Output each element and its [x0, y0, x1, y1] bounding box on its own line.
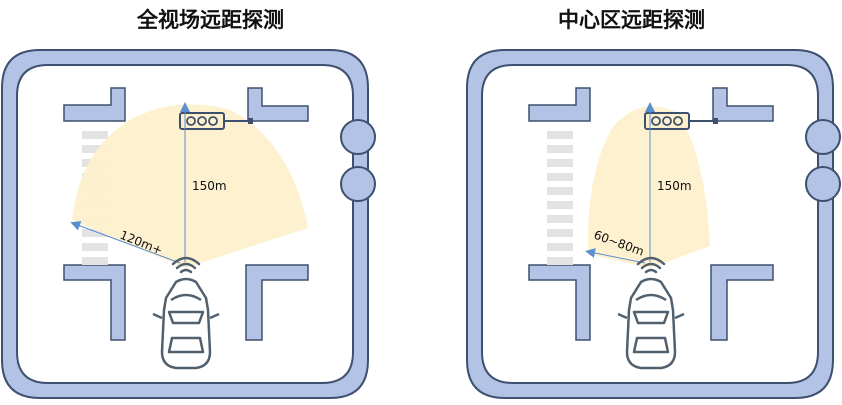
road-corner-bottom-right: [245, 264, 309, 341]
roundabout-bump-icon: [340, 119, 376, 155]
panel-title-full-fov: 全视场远距探测: [137, 8, 284, 32]
side-range-arrow: [585, 248, 646, 264]
road-corner-top-left: [528, 87, 591, 122]
road-corner-top-right: [712, 87, 774, 122]
crosswalk: [547, 131, 573, 265]
field-of-view-area: [587, 106, 710, 268]
radar-waves-icon: [171, 256, 201, 274]
road-corner-top-right: [247, 87, 309, 122]
panel-title-center-zone: 中心区远距探测: [558, 8, 705, 32]
roundabout-bump-icon: [805, 166, 841, 202]
road-corner-top-left: [63, 87, 126, 122]
forward-range-label: 150m: [657, 179, 692, 193]
roundabout-bump-icon: [340, 166, 376, 202]
panel-right: 150m 60~80m: [466, 49, 841, 399]
traffic-light-icon: [644, 112, 718, 130]
road-ring: [1, 49, 369, 399]
road-corner-bottom-left: [63, 264, 126, 341]
roundabout-bump-icon: [805, 119, 841, 155]
traffic-light-icon: [179, 112, 253, 130]
radar-waves-icon: [636, 256, 666, 274]
car-icon: [617, 277, 685, 370]
panel-left: 150m 120m+: [1, 49, 376, 399]
field-of-view-area: [72, 104, 308, 268]
road-corner-bottom-right: [710, 264, 774, 341]
forward-range-label: 150m: [192, 179, 227, 193]
side-range-arrow: [70, 221, 181, 264]
road-corner-bottom-left: [528, 264, 591, 341]
car-icon: [152, 277, 220, 370]
road-ring: [466, 49, 834, 399]
